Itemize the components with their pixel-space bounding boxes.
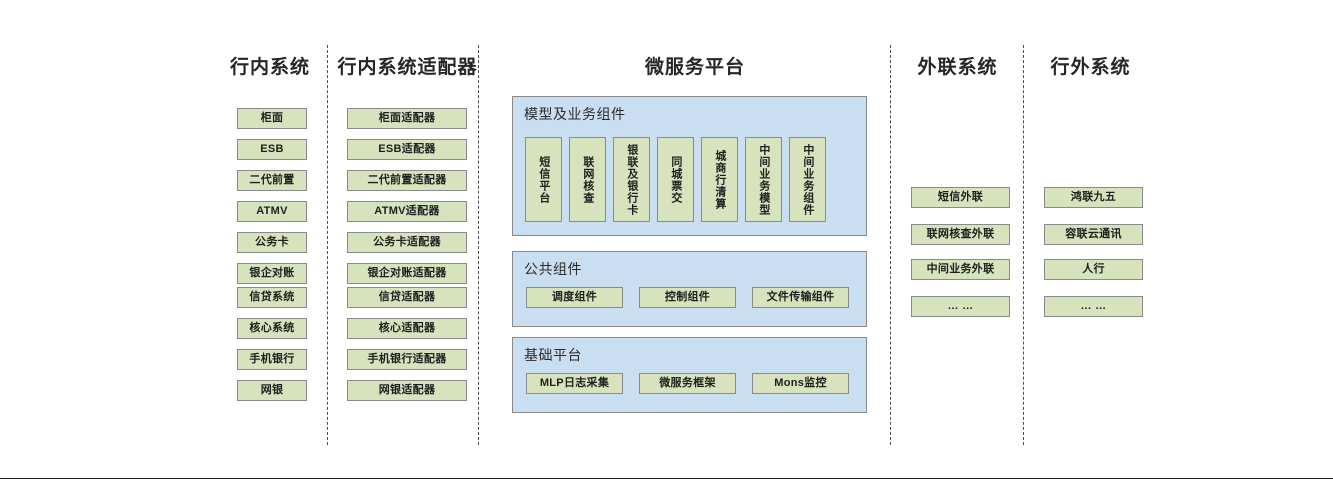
list-item[interactable]: 公务卡 (237, 232, 307, 253)
list-item[interactable]: 联网核查 (569, 137, 606, 222)
list-item[interactable]: ATMV (237, 201, 307, 222)
panel-label-public-components: 公共组件 (524, 261, 582, 277)
list-item[interactable]: 城商行清算 (701, 137, 738, 222)
column-title-internal-adapters: 行内系统适配器 (337, 57, 478, 78)
divider-4 (1023, 45, 1024, 445)
column-title-microservice-platform: 微服务平台 (644, 57, 745, 78)
list-item[interactable]: 信贷系统 (237, 287, 307, 308)
column-title-outside-bank-systems: 行外系统 (1050, 57, 1131, 78)
divider-1 (327, 45, 328, 445)
list-item[interactable]: 核心适配器 (347, 318, 467, 339)
list-item[interactable]: 公务卡适配器 (347, 232, 467, 253)
panel-label-model-business-components: 模型及业务组件 (524, 106, 626, 122)
list-item[interactable]: ATMV适配器 (347, 201, 467, 222)
column-title-internal-systems: 行内系统 (229, 57, 310, 78)
list-item[interactable]: 信贷适配器 (347, 287, 467, 308)
list-item[interactable]: 网银 (237, 380, 307, 401)
list-item[interactable]: ESB适配器 (347, 139, 467, 160)
list-item[interactable]: 同城票交 (657, 137, 694, 222)
list-item[interactable]: Mons监控 (752, 373, 849, 394)
list-item[interactable]: 调度组件 (526, 287, 623, 308)
divider-2 (478, 45, 479, 445)
list-item[interactable]: … … (911, 296, 1010, 317)
list-item[interactable]: 中间业务模型 (745, 137, 782, 222)
list-item[interactable]: 人行 (1044, 259, 1143, 280)
column-title-external-link-systems: 外联系统 (917, 57, 998, 78)
list-item[interactable]: ESB (237, 139, 307, 160)
list-item[interactable]: 短信平台 (525, 137, 562, 222)
list-item[interactable]: 手机银行适配器 (347, 349, 467, 370)
list-item[interactable]: 柜面适配器 (347, 108, 467, 129)
panel-label-base-platform: 基础平台 (524, 347, 582, 363)
list-item[interactable]: 银联及银行卡 (613, 137, 650, 222)
bottom-divider (0, 478, 1333, 479)
list-item[interactable]: 容联云通讯 (1044, 224, 1143, 245)
list-item[interactable]: 联网核查外联 (911, 224, 1010, 245)
list-item[interactable]: 网银适配器 (347, 380, 467, 401)
list-item[interactable]: 短信外联 (911, 187, 1010, 208)
list-item[interactable]: 控制组件 (639, 287, 736, 308)
list-item[interactable]: 柜面 (237, 108, 307, 129)
list-item[interactable]: 银企对账适配器 (347, 263, 467, 284)
list-item[interactable]: 中间业务组件 (789, 137, 826, 222)
list-item[interactable]: 二代前置 (237, 170, 307, 191)
list-item[interactable]: 鸿联九五 (1044, 187, 1143, 208)
list-item[interactable]: MLP日志采集 (526, 373, 623, 394)
list-item[interactable]: … … (1044, 296, 1143, 317)
list-item[interactable]: 微服务框架 (639, 373, 736, 394)
divider-3 (890, 45, 891, 445)
list-item[interactable]: 核心系统 (237, 318, 307, 339)
list-item[interactable]: 中间业务外联 (911, 259, 1010, 280)
list-item[interactable]: 二代前置适配器 (347, 170, 467, 191)
list-item[interactable]: 银企对账 (237, 263, 307, 284)
list-item[interactable]: 文件传输组件 (752, 287, 849, 308)
list-item[interactable]: 手机银行 (237, 349, 307, 370)
